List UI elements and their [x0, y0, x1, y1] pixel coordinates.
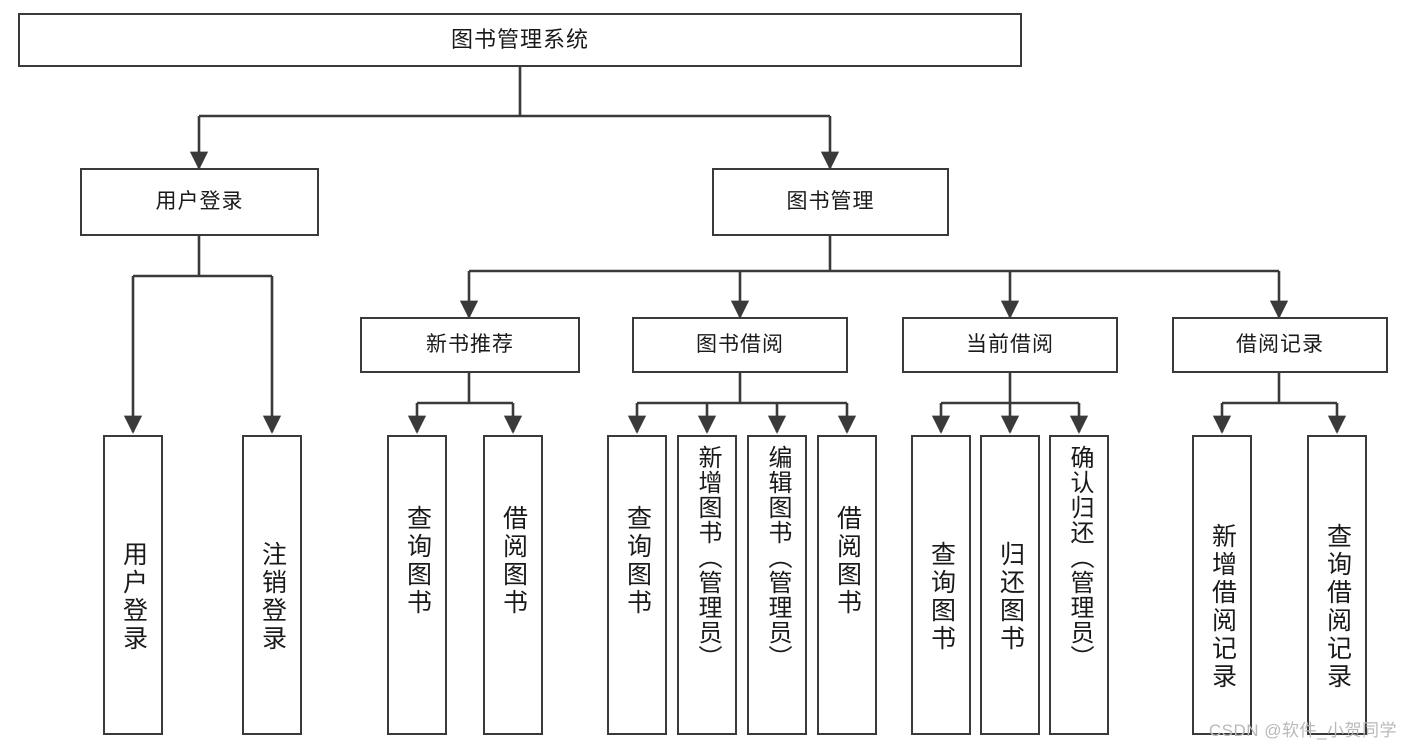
- leaf-borrow-record-add-record[interactable]: 新增借阅记录: [1192, 435, 1252, 735]
- node-label: 图书借阅: [696, 332, 784, 356]
- node-label: 用户登录: [119, 541, 148, 653]
- node-book-borrowing[interactable]: 图书借阅: [632, 317, 848, 373]
- node-label: 查询图书: [403, 505, 432, 617]
- node-book-management[interactable]: 图书管理: [712, 168, 949, 236]
- node-label: 借阅图书: [833, 505, 862, 617]
- node-new-book-recommendation[interactable]: 新书推荐: [360, 317, 580, 373]
- node-label: 图书管理系统: [450, 27, 589, 53]
- leaf-current-borrow-confirm-return-admin[interactable]: 确认归还（管理员）: [1049, 435, 1109, 735]
- node-label: 当前借阅: [966, 332, 1054, 356]
- leaf-user-login-signin[interactable]: 用户登录: [103, 435, 163, 735]
- leaf-book-borrow-query-books[interactable]: 查询图书: [607, 435, 667, 735]
- node-label: 借阅记录: [1236, 332, 1324, 356]
- node-label: 新书推荐: [426, 332, 514, 356]
- node-label: 归还图书: [996, 541, 1025, 653]
- csdn-watermark: CSDN @软件_小贺同学: [1208, 721, 1397, 740]
- node-label: 新增借阅记录: [1208, 523, 1237, 691]
- node-label: 新增图书（管理员）: [694, 445, 721, 670]
- node-user-login[interactable]: 用户登录: [80, 168, 319, 236]
- node-book-management-system[interactable]: 图书管理系统: [18, 13, 1022, 67]
- node-label: 查询图书: [623, 505, 652, 617]
- leaf-new-book-query-books[interactable]: 查询图书: [387, 435, 447, 735]
- leaf-current-borrow-query-books[interactable]: 查询图书: [911, 435, 971, 735]
- node-label: 查询图书: [927, 541, 956, 653]
- leaf-book-borrow-add-book-admin[interactable]: 新增图书（管理员）: [677, 435, 737, 735]
- node-label: 编辑图书（管理员）: [764, 445, 791, 670]
- leaf-borrow-record-query-record[interactable]: 查询借阅记录: [1307, 435, 1367, 735]
- node-label: 确认归还（管理员）: [1066, 445, 1093, 670]
- node-borrowing-records[interactable]: 借阅记录: [1172, 317, 1388, 373]
- leaf-book-borrow-edit-book-admin[interactable]: 编辑图书（管理员）: [747, 435, 807, 735]
- node-label: 用户登录: [155, 189, 244, 213]
- node-label: 借阅图书: [499, 505, 528, 617]
- leaf-book-borrow-borrow-books[interactable]: 借阅图书: [817, 435, 877, 735]
- node-current-borrowing[interactable]: 当前借阅: [902, 317, 1118, 373]
- node-label: 注销登录: [258, 541, 287, 653]
- leaf-user-login-signout[interactable]: 注销登录: [242, 435, 302, 735]
- leaf-new-book-borrow-books[interactable]: 借阅图书: [483, 435, 543, 735]
- leaf-current-borrow-return-books[interactable]: 归还图书: [980, 435, 1040, 735]
- node-label: 图书管理: [786, 189, 875, 213]
- node-label: 查询借阅记录: [1323, 523, 1352, 691]
